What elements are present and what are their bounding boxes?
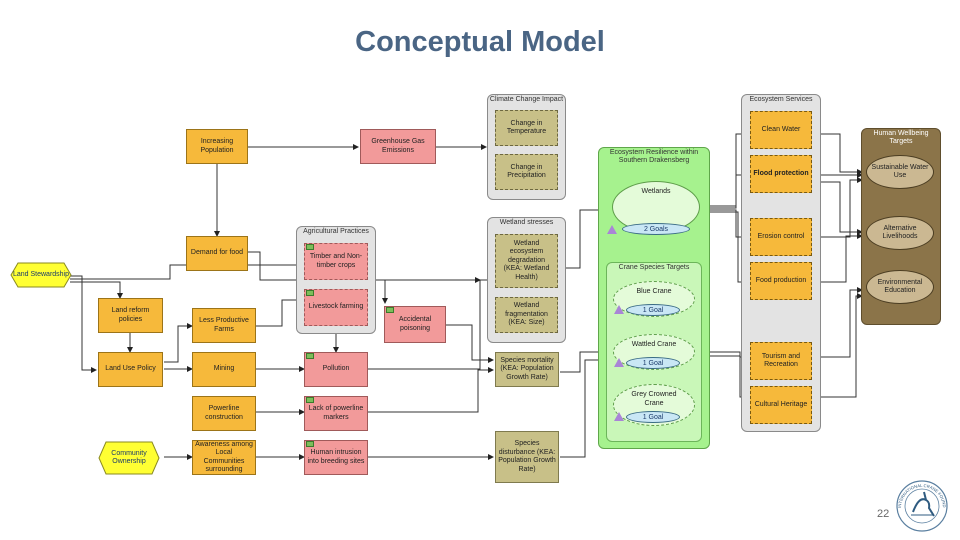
wellbeing-environmental-education[interactable]: Environmental Education bbox=[866, 270, 934, 304]
goal-badge-wattled-crane[interactable]: 1 Goal bbox=[626, 357, 680, 369]
factor-demand-for-food[interactable]: Demand for food bbox=[186, 236, 248, 271]
factor-less-productive-farms[interactable]: Less Productive Farms bbox=[192, 308, 256, 343]
threat-badge bbox=[306, 244, 314, 250]
warning-triangle-icon bbox=[614, 305, 624, 314]
target-label: Grey Crowned Crane bbox=[631, 391, 677, 407]
goal-badge-grey-crowned-crane[interactable]: 1 Goal bbox=[626, 411, 680, 423]
goal-badge-blue-crane[interactable]: 1 Goal bbox=[626, 304, 680, 316]
stress-species-mortality[interactable]: Species mortality (KEA: Population Growt… bbox=[495, 352, 559, 387]
service-food-production[interactable]: Food production bbox=[750, 262, 812, 300]
threat-greenhouse-gas-emissions[interactable]: Greenhouse Gas Emissions bbox=[360, 129, 436, 164]
group-label: Wetland stresses bbox=[499, 219, 554, 226]
target-label: Wetlands bbox=[641, 188, 671, 195]
strategy-land-stewardship[interactable]: Land Stewardship bbox=[10, 262, 72, 288]
page-number: 22 bbox=[877, 508, 890, 520]
group-label: Agricultural Practices bbox=[303, 228, 369, 235]
target-label: Blue Crane bbox=[636, 288, 672, 295]
group-label: Ecosystem Services bbox=[749, 96, 813, 103]
wellbeing-alternative-livelihoods[interactable]: Alternative Livelihoods bbox=[866, 216, 934, 250]
stress-change-in-temperature[interactable]: Change in Temperature bbox=[495, 110, 558, 146]
service-flood-protection[interactable]: Flood protection bbox=[750, 155, 812, 193]
hexagon-shape bbox=[98, 441, 160, 475]
warning-triangle-icon bbox=[614, 412, 624, 421]
stress-change-in-precipitation[interactable]: Change in Precipitation bbox=[495, 154, 558, 190]
group-label: Ecosystem Resilience within Southern Dra… bbox=[609, 149, 699, 164]
threat-badge bbox=[306, 441, 314, 447]
service-tourism-recreation[interactable]: Tourism and Recreation bbox=[750, 342, 812, 380]
threat-badge bbox=[306, 290, 314, 296]
warning-triangle-icon bbox=[614, 358, 624, 367]
factor-land-reform-policies[interactable]: Land reform policies bbox=[98, 298, 163, 333]
service-clean-water[interactable]: Clean Water bbox=[750, 111, 812, 149]
threat-lack-of-powerline-markers[interactable]: Lack of powerline markers bbox=[304, 396, 368, 431]
service-cultural-heritage[interactable]: Cultural Heritage bbox=[750, 386, 812, 424]
factor-land-use-policy[interactable]: Land Use Policy bbox=[98, 352, 163, 387]
logo-seal: INTERNATIONAL CRANE FOUNDATION bbox=[891, 474, 948, 532]
factor-lack-of-awareness[interactable]: Lack of Awareness among Local Communitie… bbox=[192, 440, 256, 475]
wellbeing-sustainable-water-use[interactable]: Sustainable Water Use bbox=[866, 155, 934, 189]
group-label: Crane Species Targets bbox=[618, 264, 690, 271]
goal-badge-wetlands[interactable]: 2 Goals bbox=[622, 223, 690, 235]
group-label: Human Wellbeing Targets bbox=[873, 130, 929, 145]
group-label: Climate Change Impact bbox=[489, 96, 564, 103]
hexagon-shape bbox=[10, 262, 72, 288]
threat-timber-crops[interactable]: Timber and Non-timber crops bbox=[304, 243, 368, 280]
factor-increasing-population[interactable]: Increasing Population bbox=[186, 129, 248, 164]
crane-logo-icon: INTERNATIONAL CRANE FOUNDATION bbox=[891, 474, 951, 539]
threat-human-intrusion[interactable]: Human intrusion into breeding sites bbox=[304, 440, 368, 475]
threat-badge bbox=[306, 353, 314, 359]
factor-mining[interactable]: Mining bbox=[192, 352, 256, 387]
stress-wetland-fragmentation[interactable]: Wetland fragmentation (KEA: Size) bbox=[495, 297, 558, 333]
threat-livestock-farming[interactable]: Livestock farming bbox=[304, 289, 368, 326]
target-label: Wattled Crane bbox=[631, 341, 677, 348]
stress-species-disturbance[interactable]: Species disturbance (KEA: Population Gro… bbox=[495, 431, 559, 483]
service-erosion-control[interactable]: Erosion control bbox=[750, 218, 812, 256]
factor-powerline-construction[interactable]: Powerline construction bbox=[192, 396, 256, 431]
threat-badge bbox=[386, 307, 394, 313]
warning-triangle-icon bbox=[607, 225, 617, 234]
threat-pollution[interactable]: Pollution bbox=[304, 352, 368, 387]
strategy-community-ownership[interactable]: Community Ownership bbox=[98, 441, 160, 475]
stress-wetland-degradation[interactable]: Wetland ecosystem degradation (KEA: Wetl… bbox=[495, 234, 558, 288]
threat-accidental-poisoning[interactable]: Accidental poisoning bbox=[384, 306, 446, 343]
page-title: Conceptual Model bbox=[355, 26, 605, 58]
strategy-label: Land Stewardship bbox=[12, 271, 70, 278]
threat-badge bbox=[306, 397, 314, 403]
strategy-label: Community Ownership bbox=[111, 450, 147, 465]
